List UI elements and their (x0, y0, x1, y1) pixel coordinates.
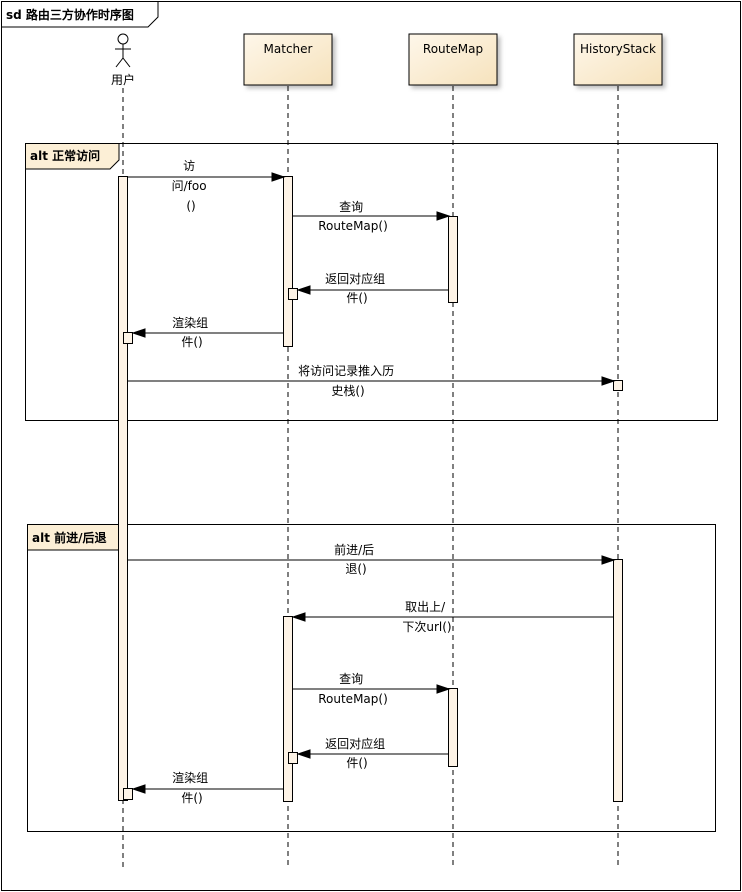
activation-routemap-2 (448, 688, 458, 767)
message-label: 返回对应组 件() (325, 271, 389, 305)
messages (127, 172, 616, 794)
activations (118, 176, 623, 802)
message-visit-foo (127, 172, 286, 182)
message-render-component-1 (131, 328, 283, 338)
message-labels: 访 问/foo () 查询 RouteMap() 返回对应组 件() 渲染组 件… (172, 159, 452, 805)
message-label: 访 问/foo () (172, 159, 211, 213)
svg-text:alt 前进/后退: alt 前进/后退 (32, 530, 107, 545)
alt-fragment-normal: alt 正常访问 (25, 143, 718, 421)
message-label: 前进/后 退() (334, 542, 378, 576)
fragment-operator: alt (32, 531, 50, 545)
frame-keyword: sd (6, 8, 22, 22)
frame-title-tab (1, 1, 159, 28)
message-label: 返回对应组 件() (325, 736, 389, 770)
activation-routemap-1 (448, 216, 458, 303)
message-label: 查询 RouteMap() (318, 200, 388, 233)
activation-matcher-1 (283, 176, 293, 347)
alt-fragment-navigation: alt 前进/后退 (27, 524, 716, 832)
message-forward-back (127, 555, 616, 565)
actor-user[interactable] (115, 33, 131, 68)
activation-user-self-1 (123, 332, 133, 344)
message-return-component-2 (296, 749, 448, 759)
participant-historystack-label: HistoryStack (580, 42, 656, 56)
activation-user (118, 176, 128, 801)
activation-user-self-2 (123, 788, 133, 800)
activation-matcher-self-2 (288, 752, 298, 764)
message-label: 将访问记录推入历 史栈() (298, 364, 398, 398)
fragment-operator: alt (30, 149, 48, 163)
activation-historystack-1 (613, 380, 623, 391)
participant-routemap-label: RouteMap (423, 42, 483, 56)
actor-head-icon (117, 33, 129, 45)
svg-text:alt 正常访问: alt 正常访问 (30, 148, 100, 163)
participant-historystack[interactable]: HistoryStack (573, 33, 663, 86)
activation-historystack-2 (613, 559, 623, 802)
message-pop-url (291, 612, 613, 622)
activation-matcher-self-1 (288, 288, 298, 300)
message-push-history (127, 376, 616, 386)
message-query-routemap-2 (292, 684, 451, 694)
actor-user-label: 用户 (111, 72, 135, 87)
message-label: 渲染组 件() (172, 315, 212, 349)
participant-matcher[interactable]: Matcher (243, 33, 333, 86)
message-label: 查询 RouteMap() (318, 672, 388, 706)
fragment-guard: 前进/后退 (54, 530, 106, 545)
message-render-component-2 (131, 784, 283, 794)
fragment-guard: 正常访问 (52, 148, 100, 163)
message-label: 取出上/ 下次url() (402, 600, 451, 634)
frame-title: 路由三方协作时序图 (26, 7, 134, 22)
activation-matcher-2 (283, 616, 293, 802)
message-label: 渲染组 件() (172, 770, 212, 805)
message-query-routemap-1 (292, 211, 451, 221)
participant-matcher-label: Matcher (264, 42, 313, 56)
svg-text:sd 路由三方协作时序图: sd 路由三方协作时序图 (6, 7, 134, 22)
message-return-component-1 (296, 285, 448, 295)
participant-routemap[interactable]: RouteMap (408, 33, 498, 86)
